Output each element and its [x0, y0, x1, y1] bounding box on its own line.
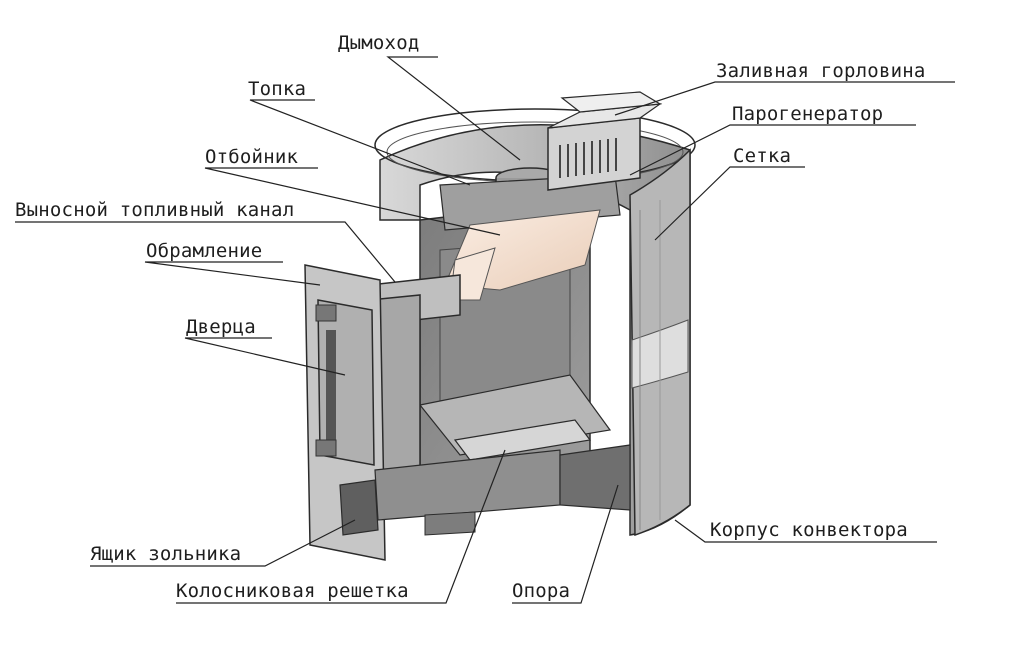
- convector-body: [374, 108, 696, 537]
- label-parogenerator: Парогенератор: [732, 103, 884, 125]
- firebox: [418, 167, 621, 471]
- label-setka: Сетка: [733, 145, 792, 167]
- label-otboynik: Отбойник: [205, 146, 299, 168]
- label-obramlenie: Обрамление: [146, 240, 263, 262]
- label-topka: Топка: [248, 78, 307, 100]
- label-kolosnikovaya-reshetka: Колосниковая решетка: [176, 580, 409, 602]
- label-korpus-konvektora: Корпус конвектора: [710, 519, 908, 541]
- label-zalivnaya-gorlovina: Заливная горловина: [716, 60, 926, 82]
- leader-lines: [15, 56, 955, 604]
- label-opora: Опора: [512, 580, 571, 602]
- grate-and-base: [374, 419, 631, 536]
- fuel-channel-and-door: [304, 264, 461, 561]
- label-dymokhod: Дымоход: [338, 32, 420, 54]
- label-yashchik-zolnika: Ящик зольника: [90, 543, 242, 565]
- label-dvertsa: Дверца: [186, 316, 256, 338]
- label-vynosnoy-toplivnyy-kanal: Выносной топливный канал: [15, 199, 295, 221]
